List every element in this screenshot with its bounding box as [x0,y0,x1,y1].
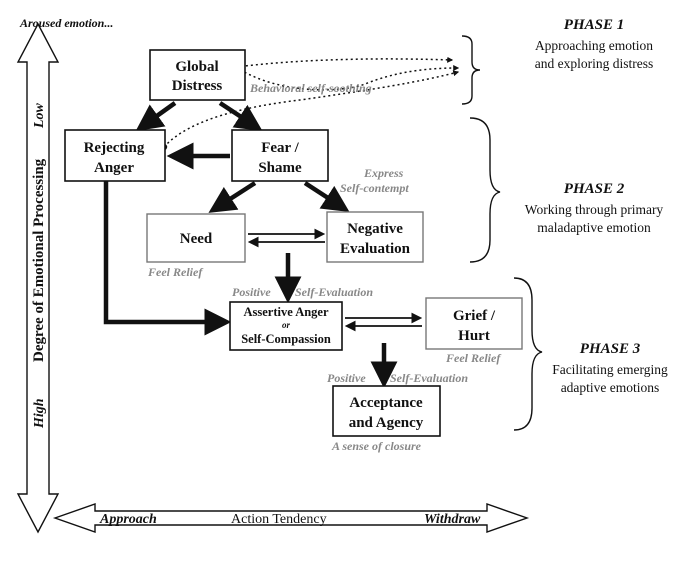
svg-text:Fear /: Fear / [261,140,299,156]
svg-text:and Agency: and Agency [349,415,424,431]
dotted-arrow-middle [235,65,460,91]
annotation-sense-of-closure: A sense of closure [331,439,422,453]
box-rejecting-anger: Rejecting Anger [64,129,166,182]
annotation-positive-2: Positive [327,371,366,385]
axis-low-label: Low [32,102,47,129]
axis-approach-label: Approach [99,512,157,527]
svg-text:Evaluation: Evaluation [340,241,411,257]
annotation-self-evaluation-2: Self-Evaluation [390,371,468,385]
svg-text:Global: Global [175,59,218,75]
annotation-express: Express [363,166,404,180]
arrow-rejecting-to-assertive [103,180,232,336]
horizontal-axis: Approach Action Tendency Withdraw [52,503,530,533]
svg-text:Facilitating emerging: Facilitating emerging [552,362,668,377]
dotted-arrow-top [235,56,454,68]
svg-text:Distress: Distress [172,78,223,94]
horizontal-axis-label: Action Tendency [231,512,327,527]
vertical-axis: Low Degree of Emotional Processing High [16,22,60,534]
svg-text:Assertive Anger: Assertive Anger [243,305,328,319]
svg-text:Working through primary: Working through primary [525,202,664,217]
svg-text:Rejecting: Rejecting [84,140,145,156]
svg-text:Acceptance: Acceptance [349,395,423,411]
svg-text:adaptive emotions: adaptive emotions [561,380,660,395]
arrow-fear-to-need [208,181,257,213]
svg-text:Anger: Anger [94,160,134,176]
svg-text:and exploring distress: and exploring distress [535,56,653,71]
dotted-arrow-lower [163,70,460,148]
svg-text:PHASE 3: PHASE 3 [580,341,641,357]
svg-text:Need: Need [180,231,213,247]
annotation-feel-relief-1: Feel Relief [147,265,203,279]
svg-text:maladaptive emotion: maladaptive emotion [537,220,651,235]
box-assertive-anger: Assertive Anger or Self-Compassion [229,301,343,351]
annotation-behavioral-self-soothing: Behavioral self-soothing [249,81,372,95]
phase-3-label: PHASE 3 Facilitating emerging adaptive e… [552,341,668,395]
svg-text:Grief /: Grief / [453,308,496,324]
svg-text:PHASE 1: PHASE 1 [564,17,624,33]
brace-phase-1 [461,35,481,105]
annotation-positive-1: Positive [232,285,271,299]
brace-phase-3 [513,277,543,431]
annotation-feel-relief-2: Feel Relief [445,351,501,365]
box-global-distress: Global Distress [149,49,246,101]
box-grief-hurt: Grief / Hurt [425,297,523,350]
box-acceptance-agency: Acceptance and Agency [332,385,441,437]
box-negative-evaluation: Negative Evaluation [326,211,424,263]
annotation-self-contempt: Self-contempt [340,181,409,195]
box-fear-shame: Fear / Shame [231,129,329,182]
vertical-axis-label: Degree of Emotional Processing [31,158,47,362]
svg-text:Self-Compassion: Self-Compassion [241,332,331,346]
annotation-self-evaluation-1: Self-Evaluation [295,285,373,299]
svg-text:Negative: Negative [347,221,403,237]
axis-high-label: High [32,398,47,429]
svg-text:Approaching emotion: Approaching emotion [535,38,653,53]
svg-text:Shame: Shame [258,160,302,176]
svg-text:or: or [282,320,291,330]
box-need: Need [146,213,246,263]
arrow-fear-to-negative [303,181,350,212]
arrow-distress-to-rejecting [135,101,177,132]
svg-text:Hurt: Hurt [458,328,490,344]
phase-2-label: PHASE 2 Working through primary maladapt… [525,181,664,235]
svg-text:PHASE 2: PHASE 2 [564,181,625,197]
phase-1-label: PHASE 1 Approaching emotion and explorin… [535,17,654,71]
axis-withdraw-label: Withdraw [424,512,481,527]
brace-phase-2 [469,117,501,263]
arrow-distress-to-fear [218,101,263,131]
aroused-emotion-label: Aroused emotion... [19,16,113,30]
